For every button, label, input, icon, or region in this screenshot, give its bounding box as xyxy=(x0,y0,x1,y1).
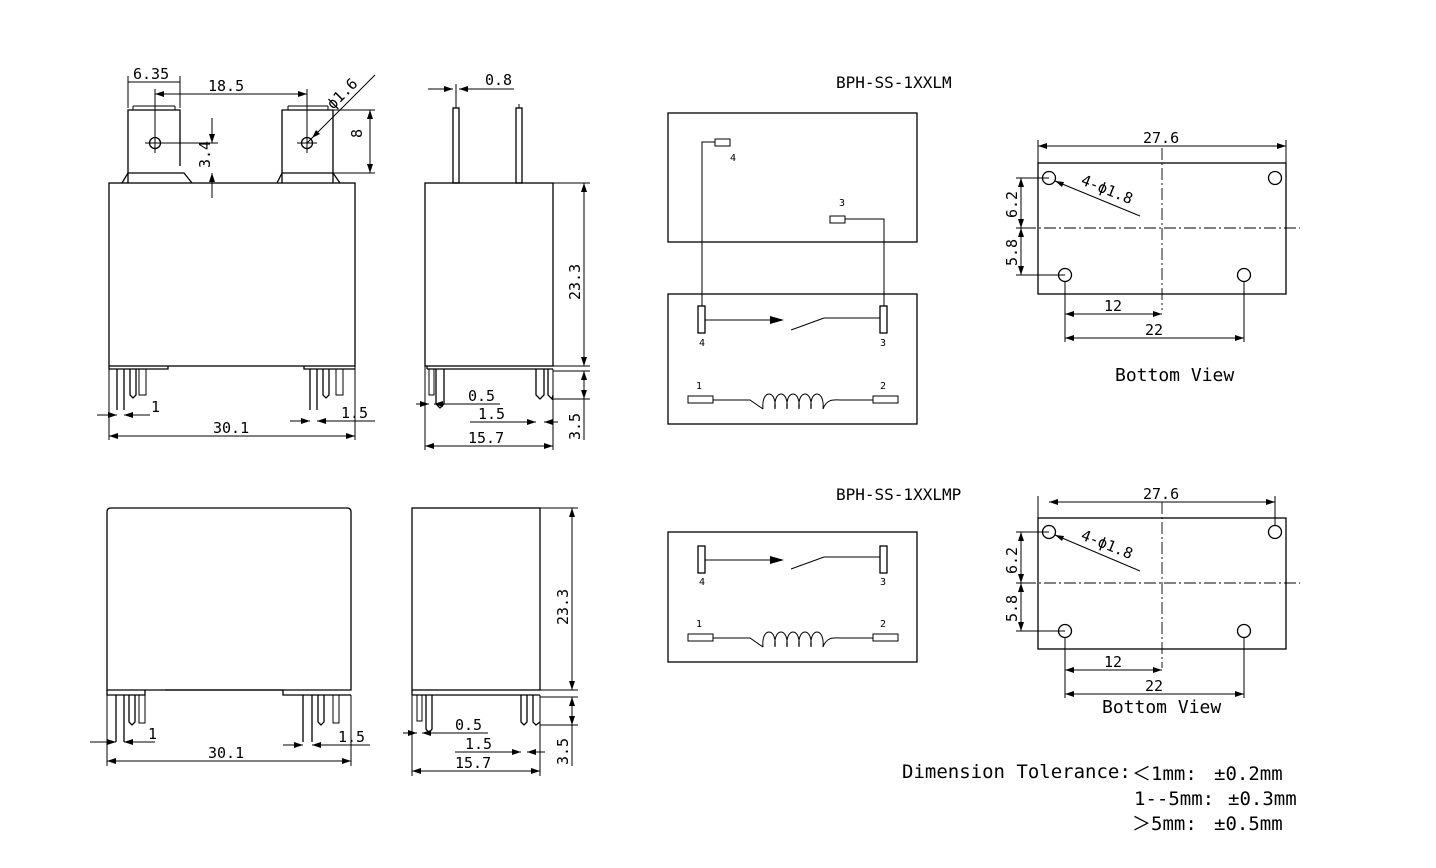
dim-1-5-side-bottom: 1.5 xyxy=(465,735,492,753)
schematic-bottom-pin-1: 1 xyxy=(696,619,702,630)
bv-bottom-dim-5-8: 5.8 xyxy=(1003,595,1021,622)
dim-0-8: 0.8 xyxy=(485,71,512,89)
schematic-top: 4 3 4 3 1 2 xyxy=(667,112,918,425)
bv-bottom-dim-6-2: 6.2 xyxy=(1003,547,1021,574)
tab-left xyxy=(121,105,193,184)
dim-1-5-side: 1.5 xyxy=(478,405,505,423)
schematic-top-pin-2: 2 xyxy=(880,381,886,392)
dim-1: 1 xyxy=(151,398,160,416)
tolerance-row1-range: ＜1mm: xyxy=(1132,763,1197,785)
schematic-bottom-pin-3: 3 xyxy=(880,577,886,588)
dimension-tolerance-note: Dimension Tolerance: ＜1mm: ±0.2mm 1--5mm… xyxy=(902,761,1297,835)
front-view-bottom: 1 1.5 30.1 xyxy=(90,507,370,766)
bv-top-caption: Bottom View xyxy=(1115,365,1234,386)
front-view-top: 6.35 18.5 ϕ1.6 8 3.4 1 xyxy=(97,65,376,440)
bottom-view-top: 27.6 4-ϕ1.8 6.2 5.8 12 22 Bottom View xyxy=(1003,129,1300,386)
side-view-bottom: 23.3 3.5 0.5 1.5 15.7 xyxy=(403,507,578,776)
side-view-top: 0.8 23.3 3.5 0.5 1.5 15.7 xyxy=(416,71,590,450)
tolerance-row3-range: ＞5mm: xyxy=(1132,813,1197,835)
schematic-bottom-pin-4: 4 xyxy=(699,577,705,588)
schematic-top-pin-1: 1 xyxy=(696,381,702,392)
bv-bottom-dim-22: 22 xyxy=(1145,677,1163,695)
bv-top-dim-22: 22 xyxy=(1145,321,1163,339)
schematic-top-pin-4: 4 xyxy=(699,338,705,349)
bv-bottom-dim-12: 12 xyxy=(1104,653,1122,671)
tolerance-heading: Dimension Tolerance: xyxy=(902,761,1131,783)
bv-bottom-dim-27-6: 27.6 xyxy=(1143,485,1179,503)
tolerance-row2-range: 1--5mm: xyxy=(1134,788,1214,810)
dim-8: 8 xyxy=(348,129,366,138)
dim-0-5-bottom: 0.5 xyxy=(455,716,482,734)
tolerance-row2-value: ±0.3mm xyxy=(1228,788,1297,810)
dim-18-5: 18.5 xyxy=(208,77,244,95)
schematic-bottom: 4 3 1 2 xyxy=(667,531,918,663)
model-title-bottom: BPH-SS-1XXLMP xyxy=(836,485,961,504)
dim-1-bottom: 1 xyxy=(148,725,157,743)
dim-3-5: 3.5 xyxy=(566,413,584,440)
tab-right xyxy=(276,105,341,184)
bv-top-dim-27-6: 27.6 xyxy=(1143,129,1179,147)
bv-bottom-caption: Bottom View xyxy=(1102,697,1221,718)
bv-top-dim-12: 12 xyxy=(1104,297,1122,315)
dim-23-3-bottom: 23.3 xyxy=(554,589,572,625)
dim-3-4: 3.4 xyxy=(196,141,214,168)
dim-3-5-bottom: 3.5 xyxy=(554,738,572,765)
dim-30-1: 30.1 xyxy=(213,419,249,437)
bv-top-dim-5-8: 5.8 xyxy=(1003,239,1021,266)
dim-15-7: 15.7 xyxy=(468,429,504,447)
dim-1-5-bottom: 1.5 xyxy=(338,728,365,746)
bottom-view-bottom: 27.6 4-ϕ1.8 6.2 5.8 12 22 Bottom View xyxy=(1003,485,1300,718)
schematic-top-pin-3: 3 xyxy=(880,338,886,349)
bv-top-dim-6-2: 6.2 xyxy=(1003,191,1021,218)
pins-front-top xyxy=(116,368,344,410)
dim-0-5: 0.5 xyxy=(468,387,495,405)
dim-30-1-bottom: 30.1 xyxy=(208,744,244,762)
model-title-top: BPH-SS-1XXLM xyxy=(836,73,952,92)
schematic-top-pin-4-upper: 4 xyxy=(730,153,736,164)
dim-23-3: 23.3 xyxy=(566,264,584,300)
dim-6-35: 6.35 xyxy=(133,65,169,83)
tolerance-row1-value: ±0.2mm xyxy=(1214,763,1283,785)
schematic-top-pin-3-upper: 3 xyxy=(839,198,845,209)
tolerance-row3-value: ±0.5mm xyxy=(1214,813,1283,835)
schematic-bottom-pin-2: 2 xyxy=(880,619,886,630)
dim-15-7-bottom: 15.7 xyxy=(455,754,491,772)
